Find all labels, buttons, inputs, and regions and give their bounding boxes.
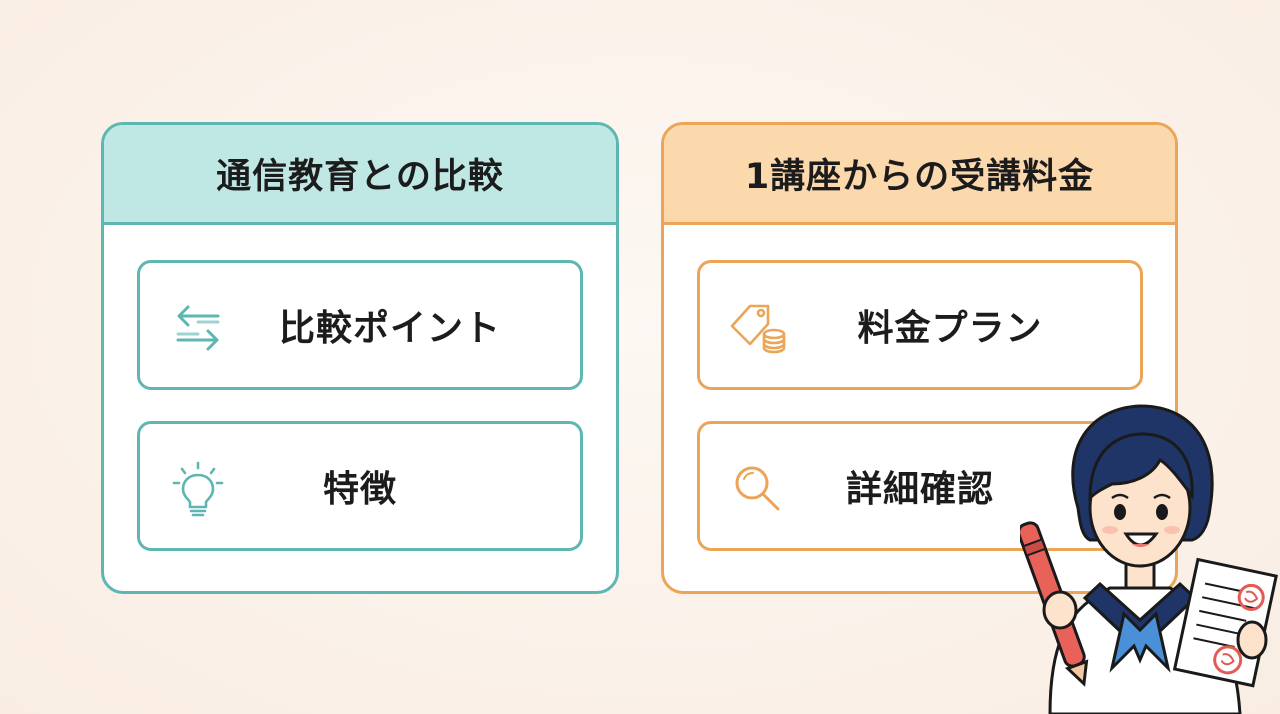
details-label: 詳細確認	[845, 469, 994, 510]
comparison-points-card[interactable]: 比較ポイント	[137, 260, 583, 390]
price-plan-label: 料金プラン	[857, 308, 1043, 349]
comparison-points-label: 比較ポイント	[278, 308, 501, 349]
lightbulb-icon	[172, 461, 224, 517]
features-card[interactable]: 特徴	[137, 421, 583, 551]
comparison-panel-title: 通信教育との比較	[104, 125, 616, 225]
magnifier-icon	[735, 466, 780, 511]
price-plan-card[interactable]: 料金プラン	[697, 260, 1143, 390]
price-tag-coins-icon	[730, 304, 786, 354]
student-character-illustration	[1020, 404, 1278, 714]
comparison-panel: 通信教育との比較 比較ポイント 特徴	[101, 122, 619, 594]
pricing-panel-title: 1講座からの受講料金	[664, 125, 1175, 225]
features-label: 特徴	[322, 469, 397, 510]
swap-arrows-icon	[176, 305, 220, 351]
